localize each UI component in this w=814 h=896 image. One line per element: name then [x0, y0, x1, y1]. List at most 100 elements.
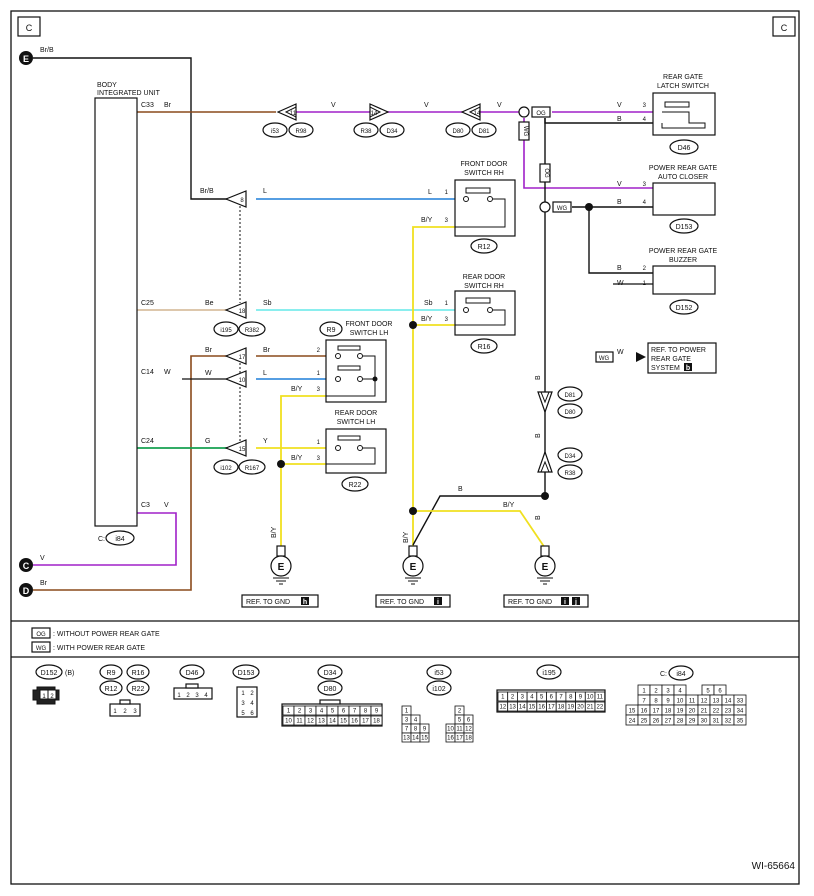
svg-text:D34: D34 [564, 454, 576, 460]
joint-connector: 8 18 i195 R382 17 10 15 i102 R167 [213, 190, 266, 475]
ground-3: E REF. TO GND i j [503, 545, 589, 608]
svg-text:FRONT DOOR: FRONT DOOR [461, 161, 508, 168]
svg-text:D46: D46 [186, 670, 199, 677]
pin-cell-d34-label: 11 [296, 719, 303, 725]
svg-text:R12: R12 [478, 244, 491, 251]
pin-cell-i84-label: 18 [665, 709, 672, 715]
pin-cell-i195-label: 17 [548, 705, 555, 711]
wire-v-c [33, 512, 177, 566]
wire-label-v1: V [331, 102, 336, 109]
svg-text:D81: D81 [564, 393, 576, 399]
svg-text:W: W [164, 369, 171, 376]
pin-cell-d34-label: 12 [307, 719, 314, 725]
pin-cell-i195-label: 5 [540, 695, 544, 701]
svg-text:17: 17 [239, 355, 246, 361]
svg-text:W: W [617, 280, 624, 287]
pin-cell-i84-label: 14 [725, 699, 732, 705]
pin-cell-i53-label: 4 [414, 718, 418, 724]
svg-text:WG: WG [522, 126, 528, 137]
svg-text:B: B [617, 116, 622, 123]
svg-text:R16: R16 [132, 670, 145, 677]
tag-og-vertical: OG [539, 163, 551, 183]
power-rear-gate-buzzer: POWER REAR GATE BUZZER 2 1 B W D152 [617, 248, 717, 315]
front-door-switch-lh: R9 FRONT DOOR SWITCH LH 2 1 3 [317, 321, 392, 403]
svg-text:i84: i84 [676, 671, 685, 678]
svg-text:3: 3 [445, 317, 449, 323]
svg-text:SWITCH RH: SWITCH RH [464, 283, 504, 290]
svg-text:WG: WG [36, 646, 47, 652]
svg-text:h: h [303, 599, 307, 606]
svg-text:AUTO CLOSER: AUTO CLOSER [658, 174, 708, 181]
pin-cell-i195-label: 8 [569, 695, 573, 701]
terminal-d: D [19, 583, 33, 597]
svg-text:j: j [574, 599, 577, 606]
svg-text:B/Y: B/Y [421, 316, 433, 323]
pin-cell-d34 [370, 705, 383, 716]
pin-cell-d34-label: 10 [285, 719, 292, 725]
pin-cell-d34-label: 16 [351, 719, 358, 725]
svg-text:C:: C: [660, 671, 667, 678]
wire-label-by-gnd2: B/Y [403, 531, 410, 543]
pin-cell-d34-label: 8 [364, 709, 368, 715]
wire-label-brb: Br/B [200, 188, 214, 195]
wire-label-by-gnd1: B/Y [271, 526, 278, 538]
svg-text:2: 2 [186, 693, 190, 699]
svg-text:3: 3 [317, 456, 321, 462]
inline-connector-11: 11 i53 R98 [262, 103, 314, 138]
pin-cell-i84-label: 33 [737, 699, 744, 705]
svg-text:D46: D46 [678, 145, 691, 152]
svg-text:14: 14 [474, 111, 481, 117]
svg-text:8: 8 [240, 198, 244, 204]
svg-text:4: 4 [643, 200, 647, 206]
svg-text:i195: i195 [542, 670, 555, 677]
svg-text:i53: i53 [434, 670, 443, 677]
pin-cell-i53-label: 13 [403, 736, 410, 742]
pin-cell-i84-label: 22 [713, 709, 720, 715]
pin-cell-i84-label: 8 [654, 699, 658, 705]
pin-cell-i84-label: 21 [701, 709, 708, 715]
svg-text:i: i [564, 599, 566, 606]
pin-cell-i84-label: 20 [689, 709, 696, 715]
wire-label-sb1: Sb [263, 300, 272, 307]
svg-text:11: 11 [290, 111, 297, 117]
wire-label-br2: Br [263, 347, 271, 354]
svg-text:D34: D34 [324, 670, 337, 677]
pin-cell-d34-label: 18 [373, 719, 380, 725]
ground-1: E REF. TO GND h [241, 545, 319, 608]
pin-cell-i84-label: 16 [641, 709, 648, 715]
wire-label-br-b: Br/B [40, 47, 54, 54]
svg-text:1: 1 [445, 301, 449, 307]
svg-text:1: 1 [42, 694, 46, 700]
svg-text:b: b [686, 365, 690, 372]
pin-cell-i84-label: 11 [689, 699, 696, 705]
pin-cell-d34-label: 14 [329, 719, 336, 725]
pin-cell-i195-label: 6 [550, 695, 554, 701]
inline-connector-14a: 14 R38 D34 [353, 103, 405, 138]
svg-text:D152: D152 [676, 305, 693, 312]
svg-text:2: 2 [250, 691, 254, 697]
rear-gate-latch-switch: REAR GATE LATCH SWITCH 3 4 V B D46 [617, 74, 716, 155]
inline-connector-d81-d80: D81 D80 [537, 386, 583, 419]
pin-cell-i84-label: 5 [706, 689, 710, 695]
svg-text:1: 1 [113, 709, 117, 715]
rear-door-switch-lh: REAR DOOR SWITCH LH 1 3 R22 [317, 410, 387, 492]
svg-text:SWITCH RH: SWITCH RH [464, 170, 504, 177]
pin-cell-i84 [733, 714, 747, 726]
pin-cell-i84-label: 17 [653, 709, 660, 715]
pin-cell-i84-label: 27 [665, 719, 672, 725]
pin-cell-i84-label: 10 [677, 699, 684, 705]
tag-wg-vertical: WG [518, 121, 530, 141]
svg-text:R38: R38 [360, 129, 372, 135]
pin-cell-i195-label: 1 [501, 695, 505, 701]
svg-text:6: 6 [250, 711, 254, 717]
pin-cell-i53-label: 11 [456, 727, 463, 733]
connector-view-d152: D152 (B) 1 2 [32, 664, 74, 705]
pin-cell-i195 [594, 691, 606, 702]
wire-label-v2: V [424, 102, 429, 109]
svg-text:Sb: Sb [424, 300, 433, 307]
wire-label-by-horiz: B/Y [503, 502, 515, 509]
wire-label-v-c: V [40, 555, 45, 562]
svg-text:10: 10 [239, 378, 246, 384]
